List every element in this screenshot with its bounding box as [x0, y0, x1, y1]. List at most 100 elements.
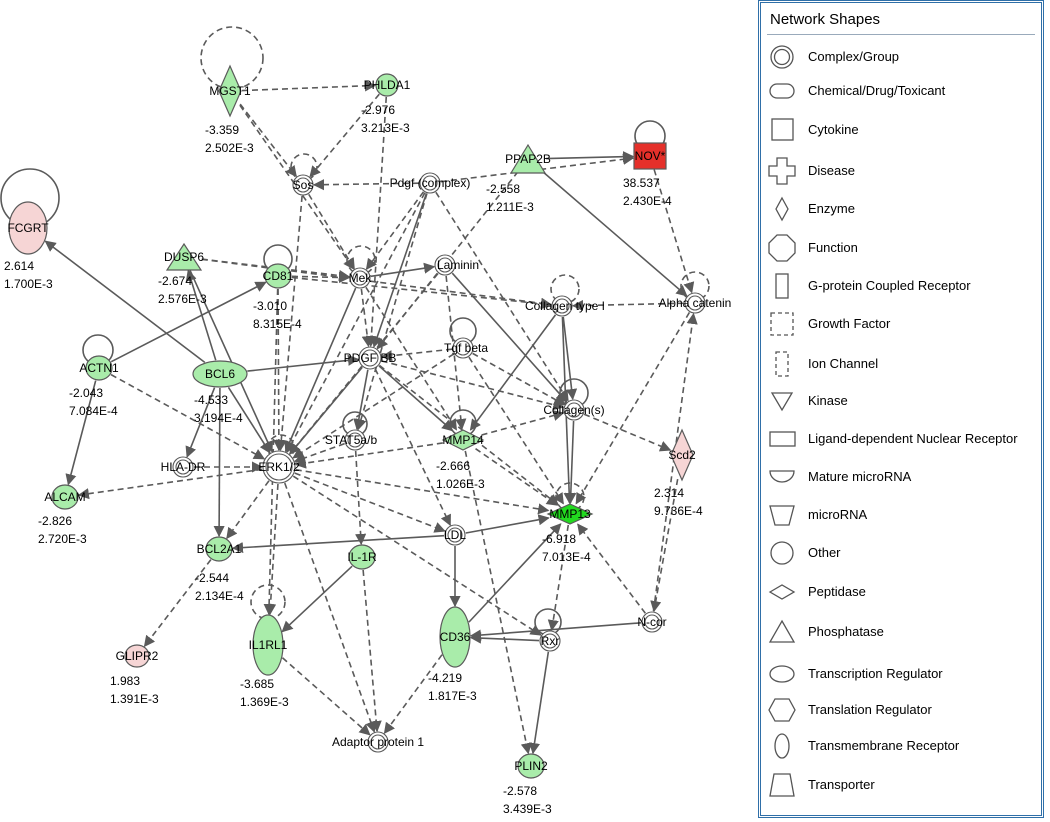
- node-label: N-cor: [637, 615, 666, 629]
- node-il1rl1[interactable]: IL1RL1: [249, 614, 288, 676]
- edge-pdgfbb-to-stat5: [353, 369, 369, 431]
- node-label: MMP14: [442, 433, 484, 447]
- node-plin2[interactable]: PLIN2: [514, 753, 548, 779]
- node-mmp14[interactable]: MMP14: [441, 429, 485, 451]
- node-pdgfc[interactable]: Pdgf (complex): [390, 172, 471, 194]
- node-shape: [205, 536, 233, 562]
- edge-erk-to-ldl: [294, 472, 446, 533]
- edge-pdgfc-to-mek: [365, 191, 425, 271]
- node-ldl[interactable]: LDL: [444, 524, 466, 546]
- edge-collagens-to-mmp13: [565, 420, 577, 505]
- node-phlda1[interactable]: PHLDA1: [364, 73, 411, 97]
- node-hladr[interactable]: HLA-DR: [161, 456, 206, 478]
- node-mgst1[interactable]: MGST1: [209, 64, 251, 118]
- node-pdgfbb[interactable]: PDGF BB: [344, 346, 397, 370]
- fold-change-value: -3.359: [205, 123, 239, 137]
- complex-inner-ring: [542, 633, 558, 649]
- edge-mgst1-to-sos: [239, 103, 297, 178]
- fold-change-value: -2.043: [69, 386, 103, 400]
- transmembrane-receptor-icon: [774, 733, 790, 759]
- node-label: MMP13: [549, 507, 591, 521]
- enzyme-icon: [775, 196, 789, 222]
- node-glipr2[interactable]: GLIPR2: [116, 644, 159, 668]
- edge-cd81-to-erk: [273, 288, 285, 452]
- p-value: 7.013E-4: [542, 550, 591, 564]
- node-tgfbeta[interactable]: Tgf beta: [444, 337, 488, 359]
- ion-channel-icon: [775, 351, 789, 377]
- node-label: Sos: [293, 178, 314, 192]
- edge-collagen1-to-collagens: [562, 316, 578, 401]
- edge-pdgfbb-to-erk: [289, 366, 363, 455]
- node-bcl6[interactable]: BCL6: [192, 360, 248, 388]
- node-laminin[interactable]: Laminin: [434, 254, 479, 276]
- node-actn1[interactable]: ACTN1: [79, 355, 119, 381]
- edge-bcl2a1-to-glipr2: [143, 559, 212, 648]
- fold-change-value: -2.826: [38, 514, 72, 528]
- legend-item: G-protein Coupled Receptor: [767, 270, 1037, 302]
- node-fcgrt[interactable]: FCGRT: [7, 201, 49, 255]
- legend-label: Ligand-dependent Nuclear Receptor: [808, 431, 1018, 446]
- legend-item: Translation Regulator: [767, 694, 1037, 726]
- node-ppap2b[interactable]: PPAP2B: [505, 143, 551, 174]
- complex-inner-ring: [422, 175, 438, 191]
- fold-change-value: 2.314: [654, 486, 684, 500]
- legend-label: Complex/Group: [808, 49, 900, 64]
- node-alcam[interactable]: ALCAM: [44, 484, 86, 510]
- node-scd2[interactable]: Scd2: [668, 428, 696, 482]
- node-shape: [264, 263, 292, 289]
- node-nov[interactable]: NOV*: [633, 142, 667, 170]
- complex-inner-ring: [352, 270, 368, 286]
- p-value: 3.213E-3: [361, 121, 410, 135]
- node-erk[interactable]: ERK1/2: [258, 450, 300, 484]
- legend-label: Chemical/Drug/Toxicant: [808, 83, 946, 98]
- fold-change-value: -3.010: [253, 299, 287, 313]
- node-adaptor[interactable]: Adaptor protein 1: [332, 731, 424, 753]
- edge-stat5-to-il1r: [354, 450, 367, 546]
- node-shape: [375, 73, 399, 97]
- node-mmp13[interactable]: MMP13: [546, 503, 594, 525]
- edge-actn1-to-erk: [110, 373, 266, 460]
- edge-alphacat-to-mmp13: [575, 312, 691, 505]
- p-value: 8.315E-4: [253, 317, 302, 331]
- node-cd81[interactable]: CD81: [263, 263, 294, 289]
- legend-item: Transporter: [767, 769, 1037, 801]
- legend-item: Peptidase: [767, 576, 1037, 608]
- node-ncor[interactable]: N-cor: [637, 611, 667, 633]
- edge-ppap2b-to-nov: [545, 151, 635, 163]
- fold-change-value: -6.918: [542, 532, 576, 546]
- legend-label: Transmembrane Receptor: [808, 738, 960, 753]
- node-alphacat[interactable]: Alpha catenin: [659, 292, 732, 314]
- node-collagen1[interactable]: Collagen type I: [525, 295, 605, 317]
- node-rxr[interactable]: Rxr: [539, 630, 561, 652]
- node-mek[interactable]: Mek: [349, 267, 373, 289]
- complex-inner-ring: [175, 459, 191, 475]
- edge-pdgfbb-to-ldl: [374, 368, 451, 527]
- edge-mmp13-to-rxr: [547, 524, 570, 632]
- node-il1r[interactable]: IL-1R: [347, 544, 377, 570]
- node-label: Tgf beta: [444, 341, 488, 355]
- edge-actn1-to-cd81: [110, 281, 267, 363]
- legend-item: Transcription Regulator: [767, 658, 1037, 690]
- node-dusp6[interactable]: DUSP6: [164, 242, 204, 271]
- legend-label: Enzyme: [808, 201, 855, 216]
- node-label: Collagen type I: [525, 299, 605, 313]
- complex-inner-ring: [554, 298, 570, 314]
- node-shape: [165, 242, 203, 271]
- node-collagens[interactable]: Collagen(s): [543, 399, 605, 421]
- microrna-icon: [769, 505, 795, 526]
- disease-icon: [768, 157, 796, 185]
- node-stat5[interactable]: STAT5a/b: [325, 429, 378, 451]
- node-sos[interactable]: Sos: [292, 174, 314, 196]
- transporter-icon: [769, 773, 795, 797]
- node-shape: [124, 644, 150, 668]
- node-label: HLA-DR: [161, 460, 206, 474]
- node-label: CD81: [263, 269, 294, 283]
- p-value: 1.817E-3: [428, 689, 477, 703]
- translation-regulator-icon: [768, 698, 796, 722]
- p-value: 1.369E-3: [240, 695, 289, 709]
- fold-change-value: -2.544: [195, 571, 229, 585]
- node-bcl2a1[interactable]: BCL2A1: [197, 536, 242, 562]
- edge-il1rl1-to-adaptor: [281, 657, 371, 736]
- node-cd36[interactable]: CD36: [439, 606, 471, 668]
- node-label: PDGF BB: [344, 351, 397, 365]
